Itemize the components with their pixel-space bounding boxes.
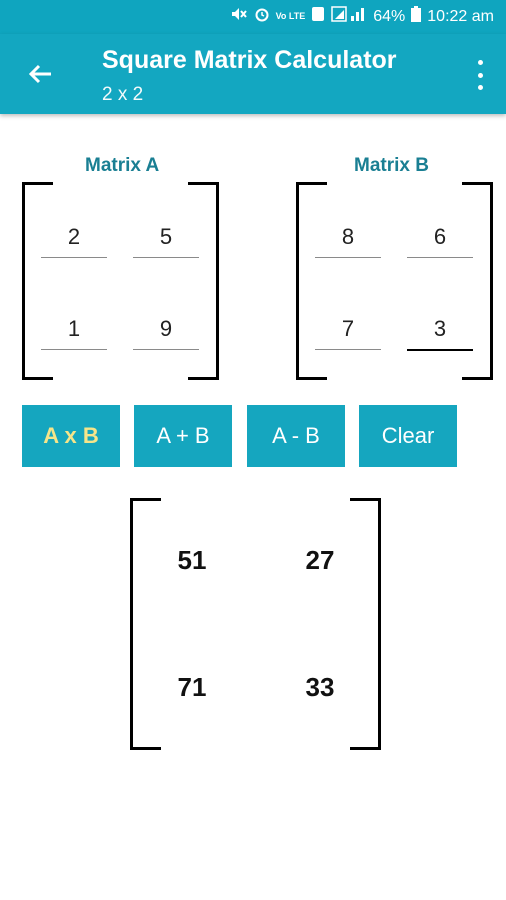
- matrix-a-label: Matrix A: [85, 155, 160, 176]
- result-cell-1-2: 27: [305, 545, 335, 575]
- matrix-b-right-bracket: [462, 182, 493, 380]
- add-button[interactable]: A + B: [134, 405, 232, 467]
- result-cell-1-1: 51: [177, 545, 207, 575]
- more-vert-icon-dot: [477, 72, 483, 78]
- result-cell-2-2: 33: [305, 672, 335, 702]
- overflow-menu-button[interactable]: [474, 60, 486, 90]
- status-icons: Vo LTE 64% 10:22 am: [230, 6, 494, 27]
- status-bar: Vo LTE 64% 10:22 am: [0, 0, 506, 34]
- app-bar: Square Matrix Calculator 2 x 2: [0, 34, 506, 114]
- volte-icon: Vo LTE: [275, 11, 306, 21]
- matrix-a-right-bracket: [188, 182, 219, 380]
- mute-icon: [230, 6, 248, 27]
- matrix-b-left-bracket: [296, 182, 327, 380]
- battery-icon: [411, 6, 422, 27]
- battery-percent: 64%: [373, 7, 406, 25]
- matrix-b-label: Matrix B: [354, 155, 429, 176]
- matrix-a-cell-2-2[interactable]: 9: [133, 309, 199, 350]
- matrix-a-cell-1-2[interactable]: 5: [133, 217, 199, 258]
- alarm-icon: [254, 6, 270, 27]
- result-right-bracket: [350, 498, 381, 750]
- back-button[interactable]: [22, 56, 58, 92]
- matrix-a-left-bracket: [22, 182, 53, 380]
- matrix-b-cell-1-2[interactable]: 6: [407, 217, 473, 258]
- clear-button[interactable]: Clear: [359, 405, 457, 467]
- multiply-button[interactable]: A x B: [22, 405, 120, 467]
- result-cell-2-1: 71: [177, 672, 207, 702]
- matrix-b-cell-1-1[interactable]: 8: [315, 217, 381, 258]
- clock: 10:22 am: [427, 7, 494, 25]
- matrix-a-cell-1-1[interactable]: 2: [41, 217, 107, 258]
- matrix-b-cell-2-2[interactable]: 3: [407, 309, 473, 351]
- page-title: Square Matrix Calculator: [102, 46, 397, 74]
- subtract-button[interactable]: A - B: [247, 405, 345, 467]
- matrix-b-cell-2-1[interactable]: 7: [315, 309, 381, 350]
- page-subtitle: 2 x 2: [102, 84, 144, 105]
- matrix-a-cell-2-1[interactable]: 1: [41, 309, 107, 350]
- more-vert-icon: [477, 60, 483, 65]
- sim-icon: [311, 6, 325, 27]
- signal-icon: [331, 6, 367, 27]
- back-arrow-icon: [28, 64, 51, 84]
- result-left-bracket: [130, 498, 161, 750]
- more-vert-icon-dot: [477, 85, 483, 90]
